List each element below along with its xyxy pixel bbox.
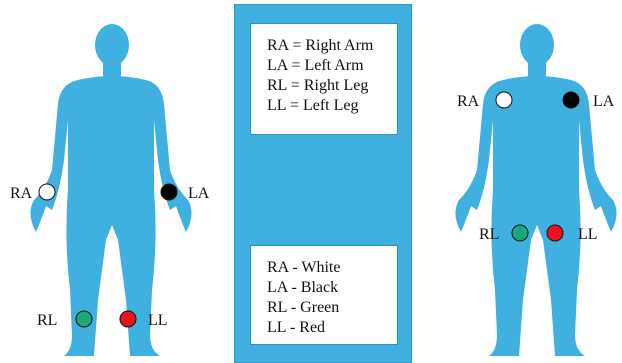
rl-electrode bbox=[512, 225, 528, 241]
color-legend-ll: LL - Red bbox=[267, 318, 397, 338]
la-electrode bbox=[161, 184, 177, 200]
legend-la: LA = Left Arm bbox=[267, 56, 397, 76]
body-silhouette-right bbox=[455, 24, 616, 356]
color-legend-ra: RA - White bbox=[267, 258, 397, 278]
ra-electrode bbox=[39, 184, 55, 200]
body-figure-limb-leads: RA LA RL LL bbox=[0, 0, 234, 363]
ll-electrode bbox=[547, 225, 563, 241]
abbreviation-legend: RA = Right Arm LA = Left Arm RL = Right … bbox=[250, 23, 398, 135]
color-legend: RA - White LA - Black RL - Green LL - Re… bbox=[250, 245, 398, 345]
rl-label-right: RL bbox=[479, 226, 499, 243]
la-label-left: LA bbox=[188, 185, 210, 202]
color-legend-la: LA - Black bbox=[267, 278, 397, 298]
ll-label-left: LL bbox=[148, 312, 168, 329]
ll-electrode bbox=[120, 311, 136, 327]
body-figure-torso-leads: RA LA RL LL bbox=[412, 0, 622, 363]
la-label-right: LA bbox=[593, 93, 615, 110]
ra-label-left: RA bbox=[10, 185, 33, 202]
ll-label-right: LL bbox=[578, 226, 598, 243]
legend-ll: LL = Left Leg bbox=[267, 96, 397, 116]
legend-rl: RL = Right Leg bbox=[267, 76, 397, 96]
ra-electrode bbox=[496, 92, 512, 108]
ra-label-right: RA bbox=[457, 93, 480, 110]
legend-ra: RA = Right Arm bbox=[267, 36, 397, 56]
rl-label-left: RL bbox=[37, 312, 57, 329]
rl-electrode bbox=[76, 311, 92, 327]
color-legend-rl: RL - Green bbox=[267, 298, 397, 318]
legend-panel: RA = Right Arm LA = Left Arm RL = Right … bbox=[234, 4, 412, 363]
la-electrode bbox=[563, 92, 579, 108]
